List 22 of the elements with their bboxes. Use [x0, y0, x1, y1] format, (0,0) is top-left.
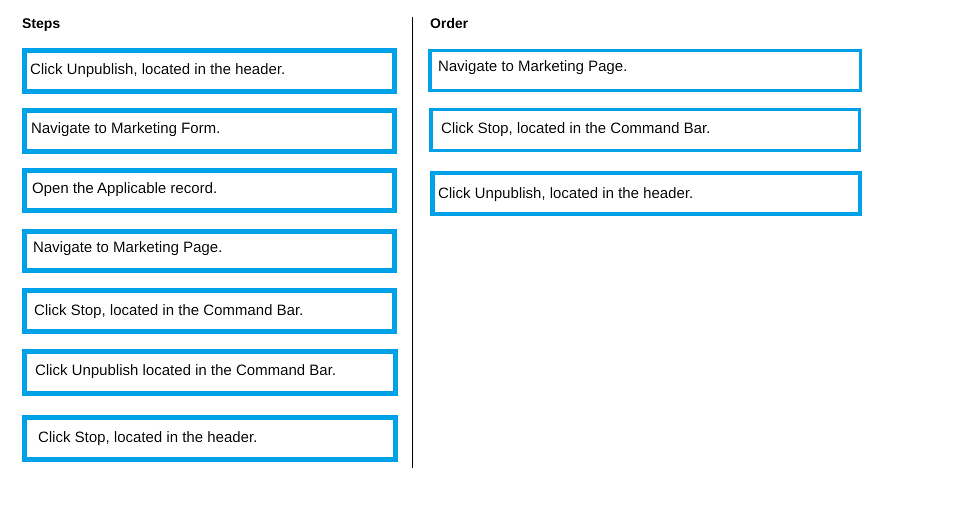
step-text: Open the Applicable record.: [32, 180, 218, 198]
step-text: Click Unpublish, located in the header.: [30, 61, 286, 79]
step-text: Click Unpublish, located in the header.: [438, 184, 694, 202]
step-text: Click Stop, located in the header.: [38, 429, 258, 447]
step-text: Navigate to Marketing Page.: [33, 239, 222, 257]
column-heading: Steps: [22, 15, 60, 31]
order-box: [428, 49, 862, 92]
step-text: Click Stop, located in the Command Bar.: [441, 120, 710, 138]
order-box: [429, 108, 861, 152]
step-box: [22, 229, 397, 273]
step-text: Navigate to Marketing Form.: [31, 120, 220, 138]
order-box: [430, 171, 862, 216]
step-box: [22, 48, 397, 94]
step-box: [22, 349, 398, 396]
step-box: [22, 288, 397, 334]
step-box: [22, 108, 397, 154]
step-text: Click Unpublish located in the Command Bar.: [35, 362, 336, 380]
step-box: [22, 168, 397, 213]
step-text: Navigate to Marketing Page.: [438, 58, 628, 76]
step-text: Click Stop, located in the Command Bar.: [34, 302, 304, 320]
column-heading: Order: [430, 15, 468, 31]
step-box: [22, 415, 398, 462]
